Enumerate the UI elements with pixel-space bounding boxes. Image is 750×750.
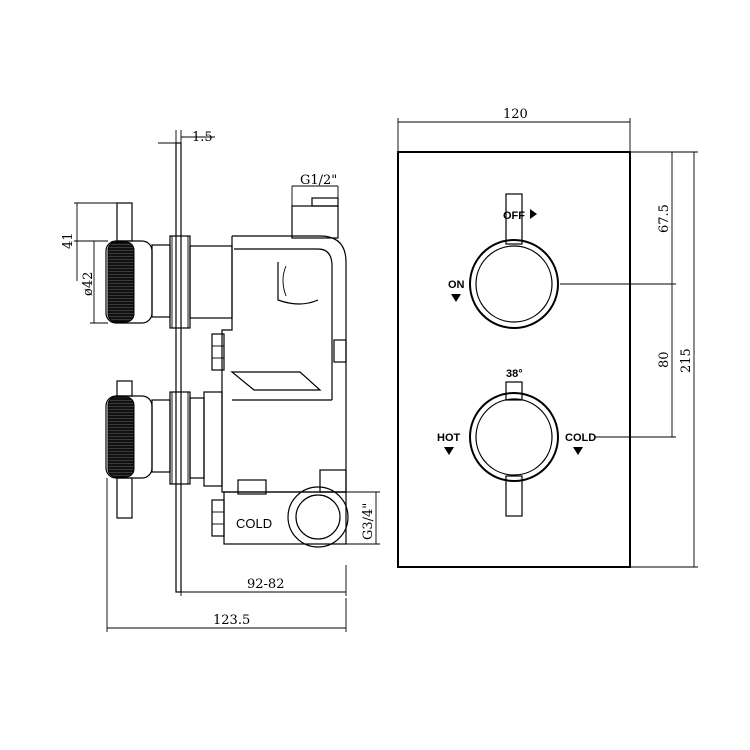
height-label: 215 bbox=[679, 348, 694, 373]
hot-arrow-icon bbox=[444, 447, 454, 455]
handle-offset-label: 41 bbox=[61, 232, 76, 249]
handle-diameter-label: ø42 bbox=[81, 272, 96, 296]
plate-thickness-label: 1.5 bbox=[192, 130, 213, 145]
top-inlet-thread-label: G1/2" bbox=[300, 173, 337, 188]
side-cold-label: COLD bbox=[236, 516, 272, 531]
on-arrow-icon bbox=[451, 294, 461, 302]
hot-label: HOT bbox=[437, 432, 461, 444]
depth-range-label: 92-82 bbox=[247, 577, 284, 592]
cold-label: COLD bbox=[565, 432, 596, 444]
front-plate bbox=[397, 151, 631, 568]
width-label: 120 bbox=[503, 107, 528, 122]
spacing-label: 80 bbox=[657, 351, 672, 368]
temperature-label: 38° bbox=[506, 368, 523, 380]
cold-arrow-icon bbox=[573, 447, 583, 455]
lower-handle bbox=[105, 380, 223, 519]
side-view: 1.5 bbox=[61, 130, 380, 632]
off-label: OFF bbox=[503, 210, 525, 222]
on-label: ON bbox=[448, 279, 465, 291]
top-offset-label: 67.5 bbox=[657, 204, 672, 233]
front-view: 120 215 67.5 80 OFF ON 38° H bbox=[397, 107, 698, 568]
upper-control-knob[interactable] bbox=[469, 193, 559, 329]
wall-plate bbox=[175, 142, 182, 593]
off-arrow-icon bbox=[530, 209, 537, 219]
upper-handle bbox=[105, 202, 233, 329]
lower-control-knob[interactable] bbox=[469, 381, 559, 517]
valve-body: COLD bbox=[211, 197, 349, 548]
cold-inlet-thread-label: G3/4" bbox=[361, 503, 376, 540]
total-depth-label: 123.5 bbox=[213, 613, 250, 628]
